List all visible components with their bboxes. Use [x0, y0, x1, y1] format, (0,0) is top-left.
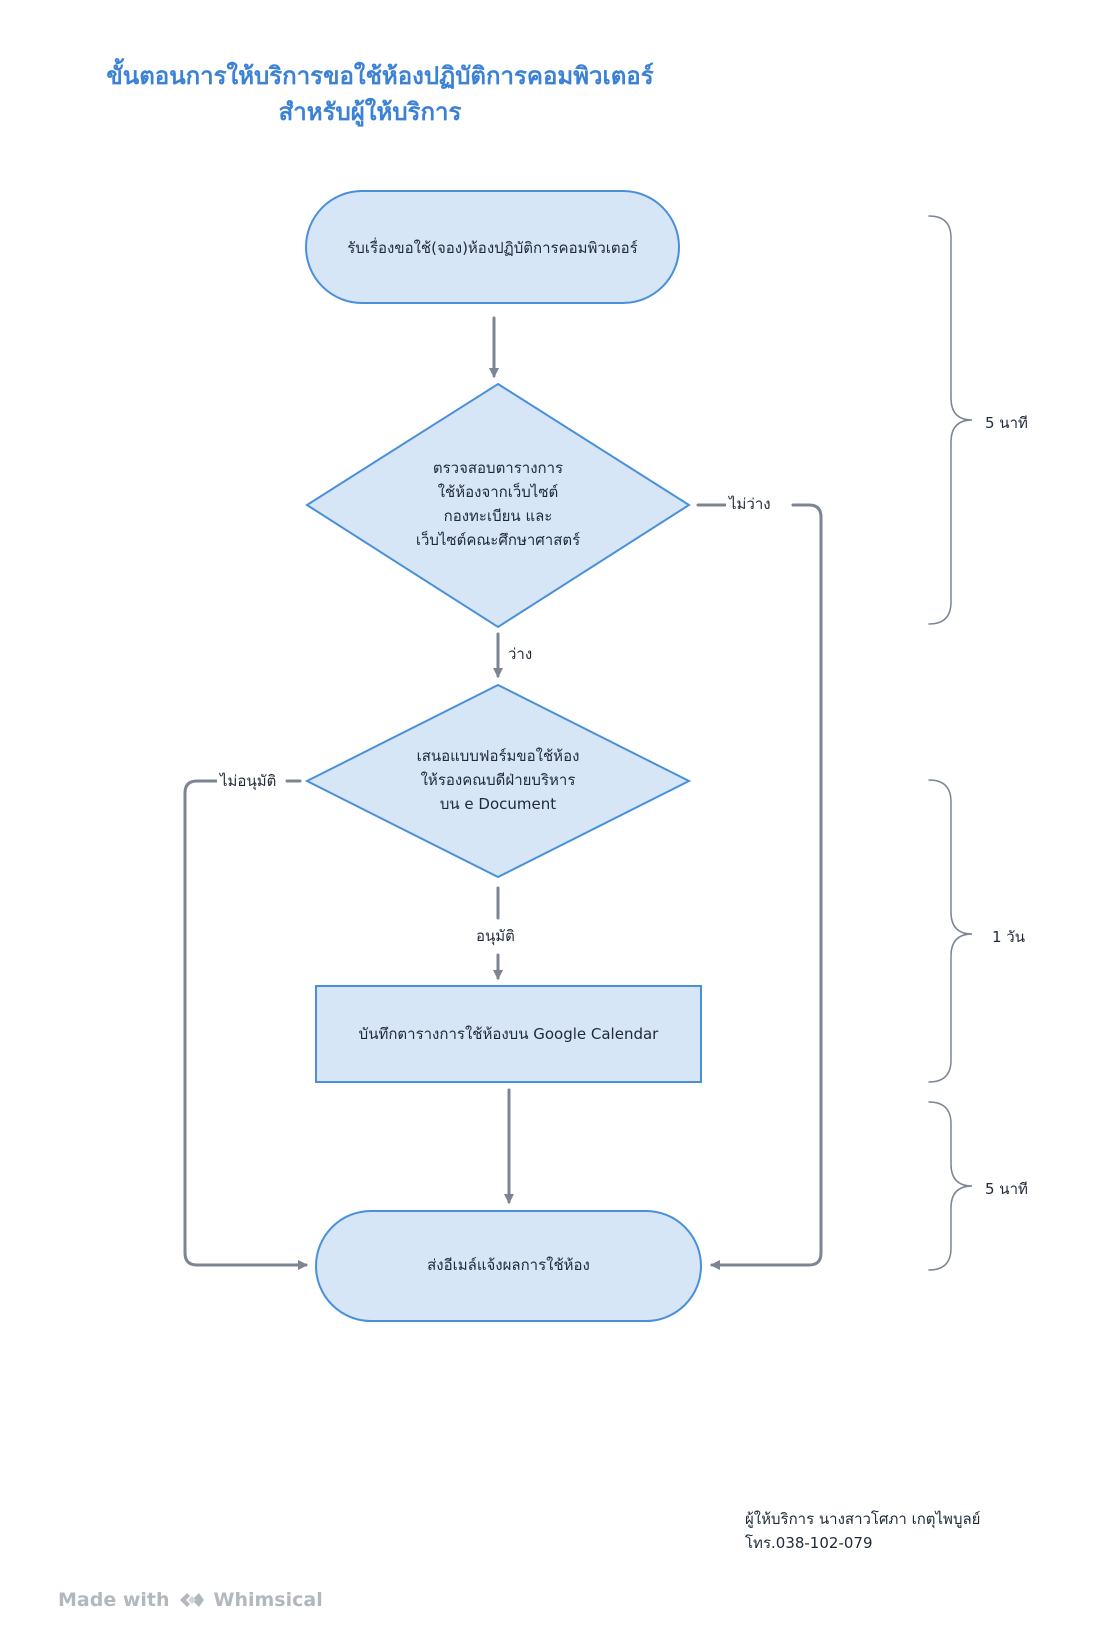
provider-phone: โทร.038-102-079 [745, 1534, 873, 1552]
page-title: ขั้นตอนการให้บริการขอใช้ห้องปฏิบัติการคอ… [106, 62, 654, 90]
duration-label-3: 5 นาที [985, 1180, 1028, 1198]
duration-label-2: 1 วัน [992, 928, 1025, 946]
made-with-whimsical[interactable]: Made with Whimsical [58, 1589, 323, 1611]
edge-label-not-approved: ไม่อนุมัติ [217, 771, 280, 791]
propose-node-label: เสนอแบบฟอร์มขอใช้ห้อง ให้รองคณบดีฝ่ายบริ… [367, 744, 629, 816]
propose-line-3: บน e Document [439, 795, 557, 813]
propose-line-1: เสนอแบบฟอร์มขอใช้ห้อง [416, 747, 580, 765]
whimsical-logo-icon [179, 1593, 204, 1607]
check-node-label: ตรวจสอบตารางการ ใช้ห้องจากเว็บไซต์ กองทะ… [367, 456, 629, 552]
edge-check-busy [696, 503, 823, 1265]
edge-propose-not-approved [183, 779, 306, 1265]
propose-form-decision[interactable] [304, 683, 692, 879]
duration-brace-2 [928, 779, 973, 1083]
start-node-label: รับเรื่องขอใช้(จอง)ห้องปฏิบัติการคอมพิวเ… [347, 239, 638, 257]
start-node[interactable] [305, 190, 680, 304]
check-schedule-decision[interactable] [305, 382, 691, 629]
made-with-text: Made with [58, 1589, 170, 1611]
check-line-2: ใช้ห้องจากเว็บไซต์ [437, 483, 559, 501]
check-line-4: เว็บไซต์คณะศึกษาศาสตร์ [415, 531, 581, 549]
provider-info: ผู้ให้บริการ นางสาวโศภา เกตุไพบูลย์ โทร.… [745, 1507, 980, 1555]
check-line-1: ตรวจสอบตารางการ [432, 459, 564, 477]
check-line-3: กองทะเบียน และ [443, 507, 553, 525]
duration-brace-1 [928, 215, 973, 625]
whimsical-brand-text: Whimsical [213, 1589, 323, 1611]
page-subtitle: สำหรับผู้ให้บริการ [278, 98, 462, 126]
edge-label-free: ว่าง [505, 644, 536, 664]
end-node[interactable] [315, 1210, 702, 1322]
duration-label-1: 5 นาที [985, 414, 1028, 432]
edge-label-busy: ไม่ว่าง [726, 494, 774, 514]
record-node-label: บันทึกตารางการใช้ห้องบน Google Calendar [358, 1025, 659, 1043]
provider-name: ผู้ให้บริการ นางสาวโศภา เกตุไพบูลย์ [745, 1510, 981, 1528]
edge-label-approved: อนุมัติ [473, 926, 518, 946]
duration-brace-3 [928, 1101, 973, 1271]
end-node-label: ส่งอีเมล์แจ้งผลการใช้ห้อง [427, 1256, 590, 1274]
propose-line-2: ให้รองคณบดีฝ่ายบริหาร [420, 771, 576, 789]
record-calendar-node[interactable] [315, 985, 702, 1083]
